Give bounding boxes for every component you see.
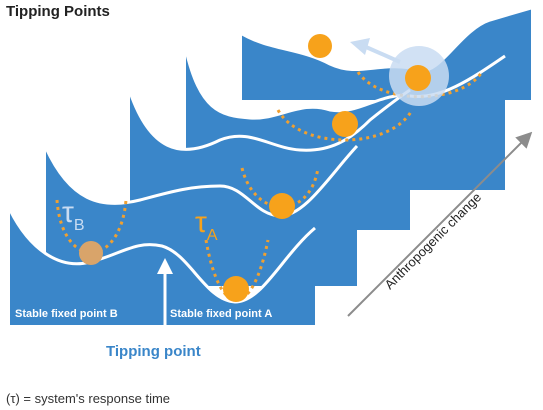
tau-a-label: τA	[195, 206, 218, 244]
tipping-point-arrow	[157, 258, 173, 300]
tipping-point-label: Tipping point	[106, 343, 201, 360]
ball-panel-2	[269, 193, 295, 219]
landscape-panel-5	[241, 6, 532, 100]
ball-faded-b	[79, 241, 103, 265]
footnote: (τ) = system's response time	[6, 391, 171, 406]
diagram-title: Tipping Points	[6, 3, 110, 20]
tau-b-label: τB	[62, 196, 85, 234]
stable-b-label: Stable fixed point B	[15, 308, 118, 320]
ball-panel-3	[332, 111, 358, 137]
ball-a	[223, 276, 249, 302]
escape-arrow	[350, 38, 401, 64]
ball-panel-5	[308, 34, 332, 58]
stable-a-label: Stable fixed point A	[170, 308, 272, 320]
ball-panel-4	[405, 65, 431, 91]
